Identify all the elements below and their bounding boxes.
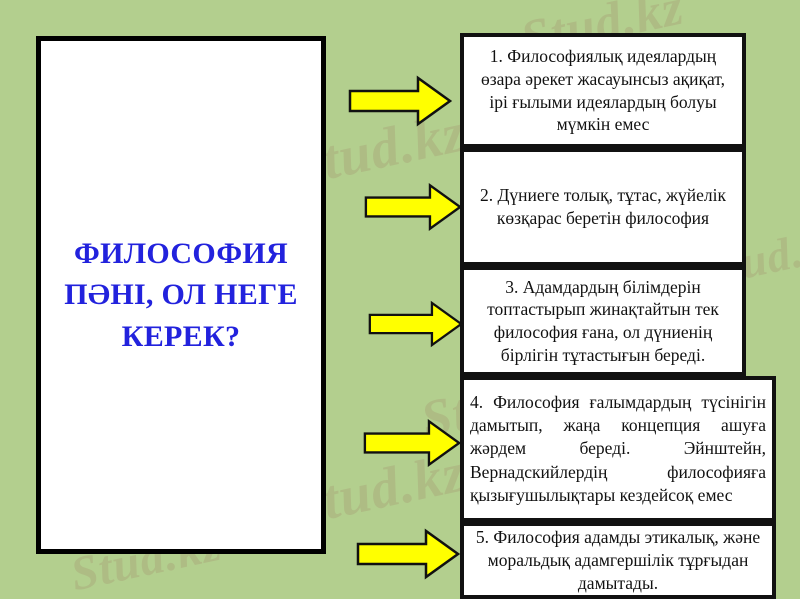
arrow-icon-5 — [356, 528, 460, 580]
arrow-icon-4 — [363, 419, 461, 467]
main-title-box: ФИЛОСОФИЯ ПӘНІ, ОЛ НЕГЕ КЕРЕК? — [36, 36, 326, 554]
arrow-icon-3 — [368, 300, 463, 348]
statement-box-4: 4. Философия ғалымдардың түсінігін дамыт… — [460, 376, 776, 522]
statement-text-3: 3. Адамдардың білімдерін топтастырып жин… — [487, 276, 719, 365]
statement-text-4: 4. Философия ғалымдардың түсінігін дамыт… — [470, 391, 766, 505]
statement-box-2: 2. Дүниеге толық, тұтас, жүйелік көзқара… — [460, 148, 746, 266]
page-title: ФИЛОСОФИЯ ПӘНІ, ОЛ НЕГЕ КЕРЕК? — [64, 236, 298, 353]
statement-text-1: 1. Философиялық идеялардың өзара әрекет … — [480, 46, 726, 135]
statement-box-3: 3. Адамдардың білімдерін топтастырып жин… — [460, 266, 746, 376]
statement-text-2: 2. Дүниеге толық, тұтас, жүйелік көзқара… — [479, 185, 727, 228]
statement-box-1: 1. Философиялық идеялардың өзара әрекет … — [460, 33, 746, 148]
arrow-icon-1 — [348, 75, 452, 127]
arrow-icon-2 — [364, 183, 462, 231]
statement-text-5: 5. Философия адамды этикалық, және морал… — [475, 527, 761, 593]
statement-box-5: 5. Философия адамды этикалық, және морал… — [460, 522, 776, 599]
